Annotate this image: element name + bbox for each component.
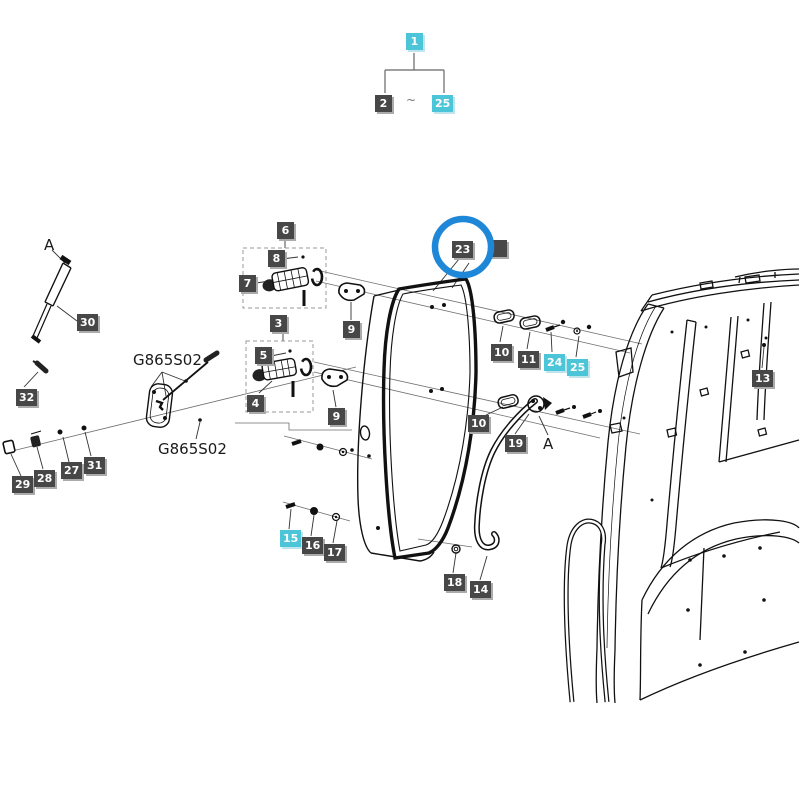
- annotation-ref-a-mid: A: [543, 435, 554, 453]
- gas-strut: [30, 254, 72, 344]
- hinge-rod-parts: [2, 425, 87, 455]
- part-label-31[interactable]: 31: [84, 457, 106, 474]
- part-label-32[interactable]: 32: [16, 389, 38, 406]
- legend-tree-bracket: [384, 53, 445, 93]
- door-seal: [381, 277, 478, 560]
- part-label-7[interactable]: 7: [239, 275, 256, 292]
- strut-pin: [32, 360, 49, 374]
- part-label-9-lower[interactable]: 9: [328, 408, 345, 425]
- part-label-1[interactable]: 1: [406, 33, 423, 50]
- part-label-5[interactable]: 5: [255, 347, 272, 364]
- part-label-27[interactable]: 27: [61, 462, 83, 479]
- part-label-28[interactable]: 28: [34, 470, 56, 487]
- annotation-ref-a-top: A: [44, 236, 55, 254]
- part-label-15[interactable]: 15: [280, 530, 302, 547]
- hinge-plate-lower: [321, 368, 349, 388]
- cab-frame: [563, 268, 800, 704]
- fasteners-handle: [555, 405, 602, 419]
- hinge-upper-part: [262, 267, 310, 292]
- striker-plates: [493, 309, 541, 409]
- part-label-14[interactable]: 14: [470, 581, 492, 598]
- part-label-8[interactable]: 8: [268, 250, 285, 267]
- part-label-25-mid[interactable]: 25: [567, 359, 589, 376]
- fastener-row-mid: [291, 439, 371, 458]
- part-label-unreadable[interactable]: [490, 240, 507, 257]
- part-label-25-top[interactable]: 25: [432, 95, 454, 112]
- hinge-upper-hardware: [301, 255, 324, 306]
- part-label-10-upper[interactable]: 10: [491, 344, 513, 361]
- part-label-9-upper[interactable]: 9: [343, 321, 360, 338]
- part-label-30[interactable]: 30: [77, 314, 99, 331]
- hinge-plate-upper: [338, 282, 366, 302]
- part-label-29[interactable]: 29: [12, 476, 34, 493]
- part-label-17[interactable]: 17: [324, 544, 346, 561]
- handle-bracket: [527, 395, 552, 413]
- annotation-model-code-lower: G865S02: [158, 440, 227, 458]
- hinge-lower-hardware: [288, 349, 313, 397]
- part-label-2[interactable]: 2: [375, 95, 392, 112]
- part-label-11[interactable]: 11: [518, 351, 540, 368]
- part-label-19[interactable]: 19: [505, 435, 527, 452]
- part-label-4[interactable]: 4: [247, 395, 264, 412]
- part-label-23[interactable]: 23: [452, 241, 474, 258]
- annotation-range-tilde: ~: [406, 93, 417, 107]
- part-label-24[interactable]: 24: [544, 354, 566, 371]
- part-label-18[interactable]: 18: [444, 574, 466, 591]
- latch-bracket: [145, 350, 220, 428]
- part-label-10-lower[interactable]: 10: [468, 415, 490, 432]
- part-label-16[interactable]: 16: [302, 537, 324, 554]
- part-label-13[interactable]: 13: [752, 370, 774, 387]
- part-label-6[interactable]: 6: [277, 222, 294, 239]
- door-glass: [357, 289, 446, 562]
- fastener-row-15-16-17: [285, 502, 341, 522]
- handle-rail: [473, 398, 538, 551]
- annotation-model-code-upper: G865S02: [133, 351, 202, 369]
- construction-lines: [7, 269, 643, 548]
- part-label-3[interactable]: 3: [270, 315, 287, 332]
- fasteners-24-25: [545, 319, 592, 335]
- nut-18: [451, 544, 461, 554]
